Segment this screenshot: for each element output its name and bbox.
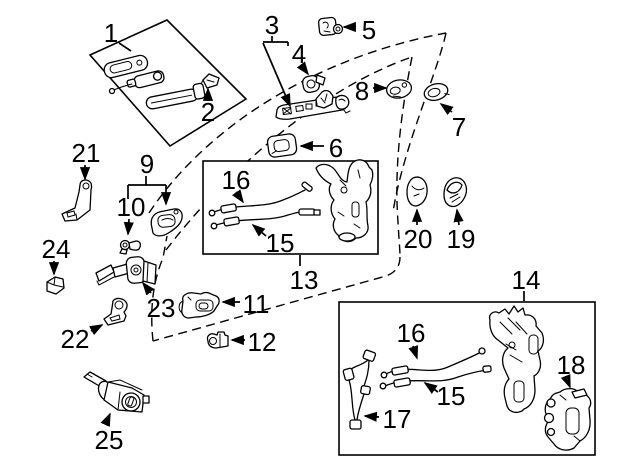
- callout-8-label[interactable]: 8: [355, 76, 369, 106]
- callout-22-label[interactable]: 22: [61, 324, 90, 354]
- part-19-drawing[interactable]: [443, 177, 468, 208]
- callout-1-label[interactable]: 1: [104, 18, 118, 48]
- callout-8[interactable]: 8: [355, 76, 388, 106]
- door-latch-box14[interactable]: [488, 305, 545, 413]
- callout-19[interactable]: 19: [447, 208, 476, 254]
- part-15-16-cables-box14[interactable]: [379, 347, 492, 390]
- callout-16-box14[interactable]: 16: [397, 318, 426, 360]
- part-10-drawing[interactable]: [119, 239, 142, 255]
- callout-25-label[interactable]: 25: [95, 425, 124, 455]
- callout-10[interactable]: 10: [117, 192, 146, 236]
- callout-15-box13[interactable]: 15: [251, 223, 295, 258]
- callout-19-label[interactable]: 19: [447, 224, 476, 254]
- part-24-drawing[interactable]: [46, 276, 65, 295]
- part-8-drawing[interactable]: [385, 78, 413, 100]
- callout-23[interactable]: 23: [141, 281, 176, 323]
- callout-11[interactable]: 11: [221, 289, 270, 319]
- part-11-drawing[interactable]: [178, 291, 220, 319]
- part-15-16-cables-box13[interactable]: [208, 181, 321, 230]
- part-5-drawing[interactable]: [317, 16, 344, 37]
- callout-20[interactable]: 20: [404, 208, 433, 254]
- callout-24-label[interactable]: 24: [42, 234, 71, 264]
- callout-18[interactable]: 18: [557, 350, 586, 389]
- callout-9[interactable]: 9: [127, 149, 172, 206]
- callout-18-label[interactable]: 18: [557, 350, 586, 380]
- callout-4[interactable]: 4: [292, 39, 310, 76]
- callout-10-label[interactable]: 10: [117, 192, 146, 222]
- callout-12-label[interactable]: 12: [248, 327, 277, 357]
- callout-6-label[interactable]: 6: [329, 133, 343, 163]
- callout-14-label[interactable]: 14: [512, 265, 541, 295]
- part-17-drawing[interactable]: [342, 349, 377, 430]
- part-7-drawing[interactable]: [422, 81, 450, 103]
- callout-4-label[interactable]: 4: [292, 39, 306, 69]
- part-22-drawing[interactable]: [103, 297, 128, 326]
- callout-9-label[interactable]: 9: [140, 149, 154, 179]
- callout-16-box13[interactable]: 16: [222, 165, 251, 204]
- callout-3-label[interactable]: 3: [265, 10, 279, 40]
- callout-12[interactable]: 12: [230, 327, 277, 357]
- callout-17-label[interactable]: 17: [383, 404, 412, 434]
- callout-1[interactable]: 1: [104, 18, 132, 52]
- callout-7-label[interactable]: 7: [452, 112, 466, 142]
- part-20-drawing[interactable]: [406, 176, 428, 207]
- callout-11-label[interactable]: 11: [243, 289, 270, 319]
- door-latch-box13[interactable]: [315, 159, 374, 243]
- callout-21-label[interactable]: 21: [72, 138, 101, 168]
- callout-22[interactable]: 22: [61, 324, 104, 354]
- callout-20-label[interactable]: 20: [404, 224, 433, 254]
- part-4-drawing[interactable]: [301, 74, 326, 94]
- part-23-drawing[interactable]: [95, 256, 157, 286]
- callout-16-label-2[interactable]: 16: [397, 318, 426, 348]
- callout-17[interactable]: 17: [363, 404, 412, 434]
- callout-2[interactable]: 2: [201, 87, 215, 127]
- callout-7[interactable]: 7: [439, 103, 466, 142]
- callout-3[interactable]: 3: [262, 10, 291, 108]
- callout-23-label[interactable]: 23: [147, 293, 176, 323]
- callout-15-box14[interactable]: 15: [423, 381, 466, 411]
- part-18-drawing[interactable]: [543, 387, 592, 451]
- callout-24[interactable]: 24: [42, 234, 71, 276]
- callout-21[interactable]: 21: [72, 138, 101, 181]
- callout-5[interactable]: 5: [342, 15, 376, 45]
- callout-2-label[interactable]: 2: [201, 97, 215, 127]
- part-6-drawing[interactable]: [266, 133, 298, 158]
- part-9-drawing[interactable]: [150, 208, 183, 237]
- group-box-1: [88, 19, 248, 148]
- callout-25[interactable]: 25: [95, 412, 124, 455]
- callout-15-label[interactable]: 15: [266, 228, 295, 258]
- callout-5-label[interactable]: 5: [362, 15, 376, 45]
- callout-15-label-2[interactable]: 15: [437, 381, 466, 411]
- part-2-drawing[interactable]: [200, 73, 220, 89]
- callout-13-label[interactable]: 13: [290, 265, 319, 295]
- part-12-drawing[interactable]: [206, 331, 229, 349]
- part-25-drawing[interactable]: [83, 371, 150, 413]
- callout-16-label[interactable]: 16: [222, 165, 251, 195]
- callout-6[interactable]: 6: [299, 133, 343, 163]
- part-3-drawing[interactable]: [275, 89, 351, 120]
- part-1-drawing[interactable]: [103, 54, 206, 110]
